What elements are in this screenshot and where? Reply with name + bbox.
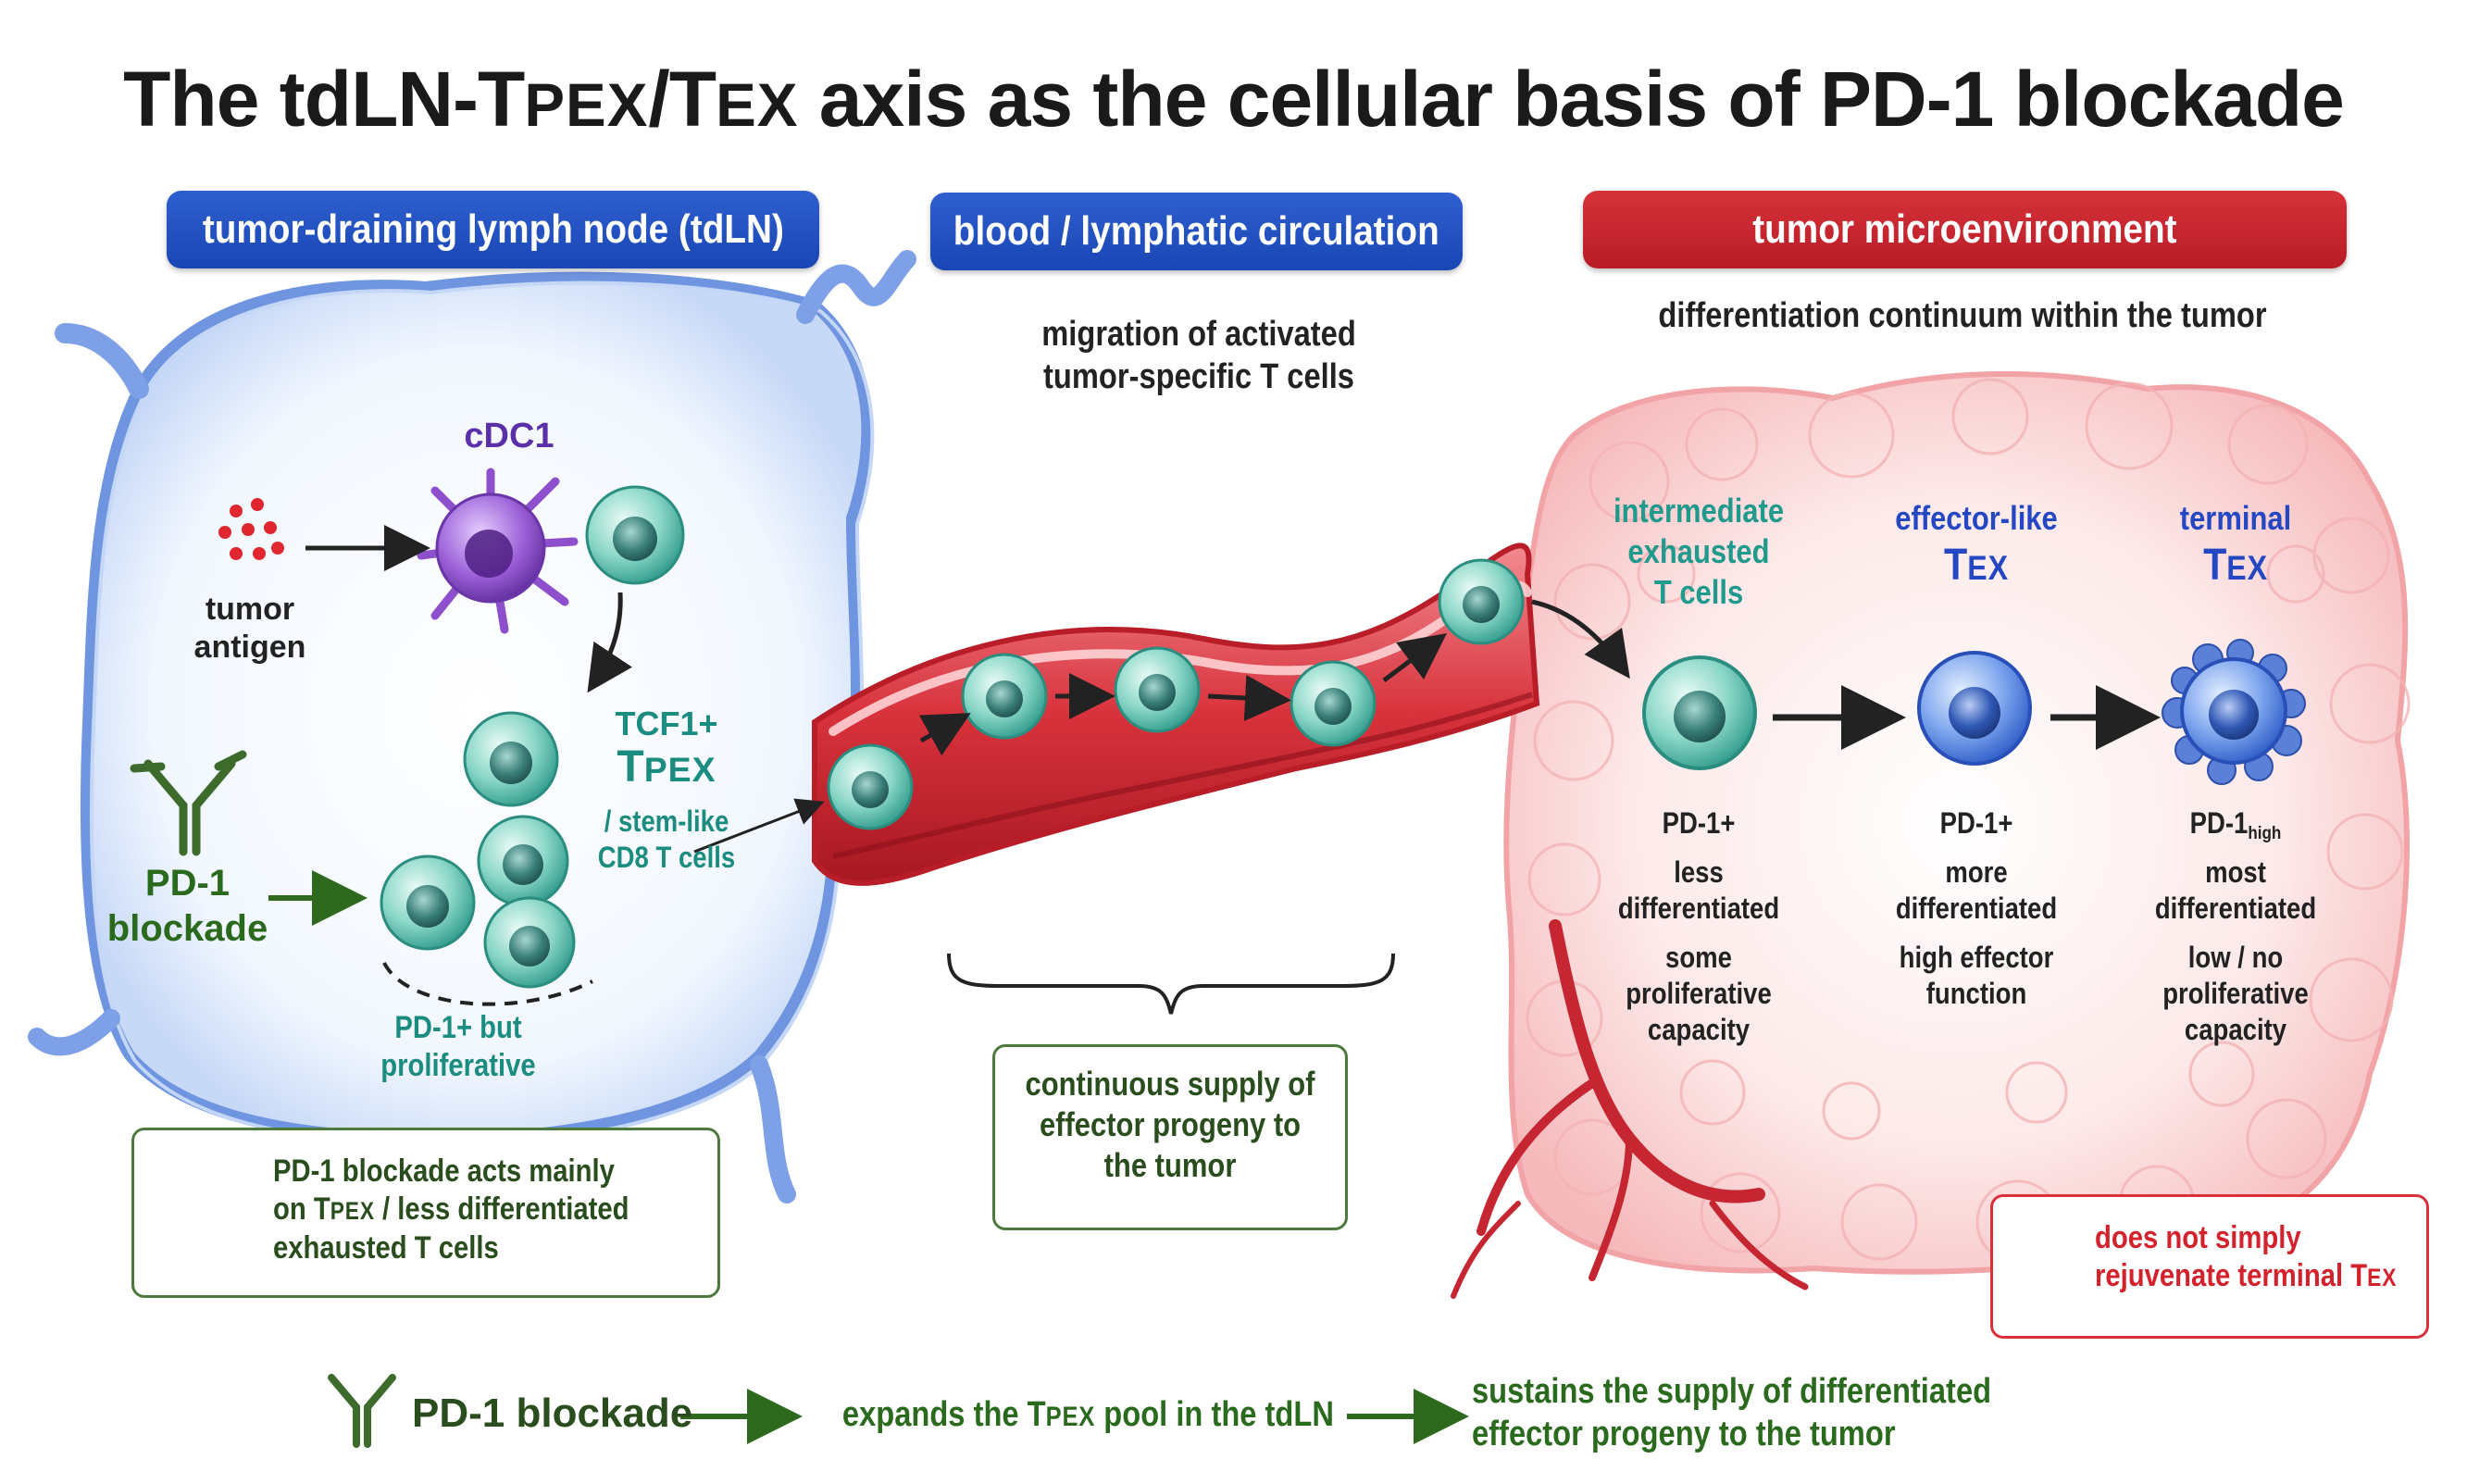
circulation-brace <box>947 953 1395 1015</box>
tcell-vessel-2 <box>961 653 1048 740</box>
summary-blockade: PD-1 blockade <box>412 1390 693 1436</box>
cdc1-label: cDC1 <box>464 417 554 455</box>
tumor-subtitle: differentiation continuum within the tum… <box>1658 296 2267 335</box>
tcell-vessel-3 <box>1114 646 1201 733</box>
antibody-icon <box>328 1374 396 1448</box>
supply-line2: effector progeny to <box>1039 1104 1302 1143</box>
summary-expands: expands the TPEX pool in the tdLN <box>841 1395 1334 1434</box>
supply-line1: continuous supply of <box>1025 1065 1315 1103</box>
tcell-tpex-3 <box>477 815 569 907</box>
tcell-tpex-4 <box>483 896 576 989</box>
section-header-lymph-node: tumor-draining lymph node (tdLN) <box>167 191 819 268</box>
tcell-effector-like <box>1917 651 2032 766</box>
blockade-note-line1: PD-1 blockade acts mainly <box>273 1154 615 1189</box>
page-title: The tdLN-TPEX/TEX axis as the cellular b… <box>123 56 2345 143</box>
warning-line1: does not simply <box>2095 1220 2301 1255</box>
blockade-arrows <box>268 870 1469 1444</box>
section-header-circulation: blood / lymphatic circulation <box>930 193 1463 270</box>
antibody-icon <box>130 750 247 856</box>
tcell-primed <box>585 485 685 585</box>
tpex-label: TPEX <box>617 742 716 792</box>
supply-line3: the tumor <box>1103 1145 1237 1184</box>
tcell-intermediate <box>1642 655 1757 770</box>
tcell-group <box>380 485 2306 1006</box>
tcell-tpex-1 <box>463 711 559 807</box>
tcell-vessel-1 <box>827 743 914 830</box>
tcell-vessel-5 <box>1438 558 1525 645</box>
warning-line2: rejuvenate terminal TEX <box>2095 1258 2398 1294</box>
tumor-antigen-dots <box>218 498 284 560</box>
blockade-note-line3: exhausted T cells <box>273 1229 499 1266</box>
tcell-vessel-4 <box>1290 660 1377 747</box>
tcf1-label: TCF1+ <box>615 705 718 742</box>
stage-effector-name: effector-like TEX <box>1895 499 2058 590</box>
tcell-terminal <box>2162 639 2306 785</box>
section-header-tumor: tumor microenvironment <box>1583 191 2347 268</box>
warning-box: does not simply rejuvenate terminal TEX <box>1990 1194 2429 1339</box>
blockade-note-line2: on TPEX / less differentiated <box>273 1191 629 1228</box>
tcell-tpex-2 <box>380 854 476 951</box>
blockade-note-box: PD-1 blockade acts mainly on TPEX / less… <box>131 1128 720 1298</box>
tumor-tissue <box>1503 371 2411 1275</box>
process-arrows <box>305 525 2161 854</box>
lymph-node <box>28 250 995 1203</box>
supply-note-box: continuous supply of effector progeny to… <box>992 1044 1348 1230</box>
cdc1-cell <box>417 468 579 634</box>
stage-terminal-name: terminal TEX <box>2179 499 2292 590</box>
